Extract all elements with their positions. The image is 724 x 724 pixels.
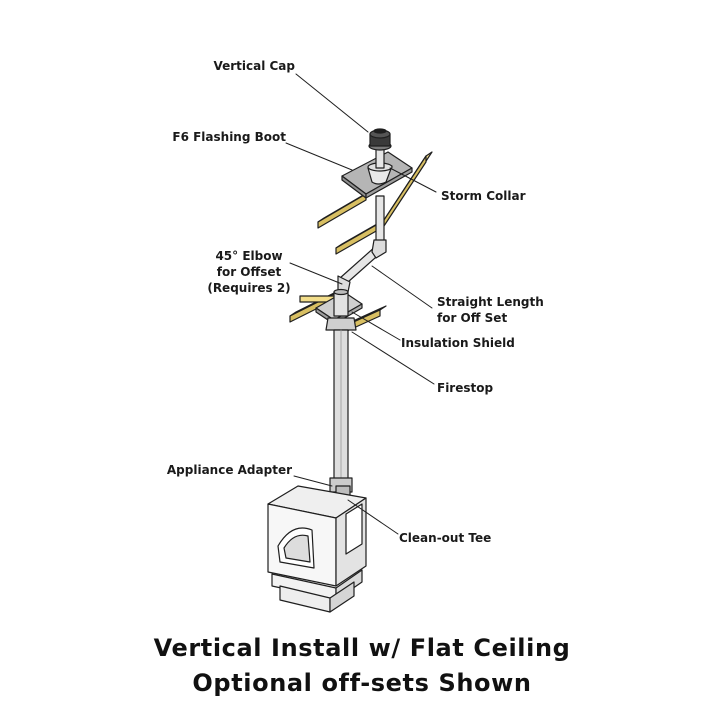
roof-framing	[317, 151, 433, 255]
label-storm-collar: Storm Collar	[441, 189, 526, 203]
insulation-shield	[333, 291, 349, 317]
label-flashing-boot: F6 Flashing Boot	[172, 130, 286, 144]
stove	[267, 485, 367, 613]
label-elbow-line2: for Offset	[216, 265, 282, 279]
label-straight-line1: Straight Length	[437, 295, 544, 309]
label-elbow-offset: 45° Elbow for Offset (Requires 2)	[206, 248, 292, 296]
label-vertical-cap: Vertical Cap	[213, 59, 295, 73]
label-straight-length: Straight Length for Off Set	[437, 294, 544, 326]
label-elbow-line1: 45° Elbow	[215, 249, 283, 263]
ceiling-framing	[289, 289, 387, 337]
caption-line2: Optional off-sets Shown	[192, 669, 532, 697]
vertical-cap	[368, 128, 392, 151]
leader-lines	[285, 73, 437, 535]
label-insulation-shield: Insulation Shield	[401, 336, 515, 350]
label-cleanout-tee: Clean-out Tee	[399, 531, 492, 545]
label-appliance-adapter: Appliance Adapter	[166, 463, 292, 477]
elbow-upper	[371, 239, 387, 259]
label-straight-line2: for Off Set	[437, 311, 508, 325]
label-elbow-line3: (Requires 2)	[207, 281, 291, 295]
caption-line1: Vertical Install w/ Flat Ceiling	[153, 634, 571, 662]
label-firestop: Firestop	[437, 381, 494, 395]
